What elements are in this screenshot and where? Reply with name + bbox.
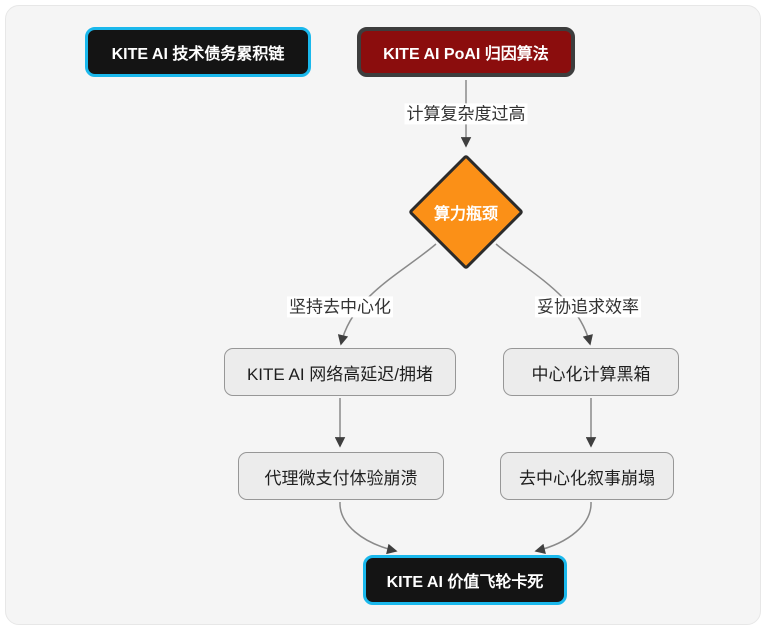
node-compute-bottleneck: 算力瓶颈 [406, 152, 526, 272]
node-narrative-collapse: 去中心化叙事崩塌 [500, 452, 674, 500]
node-micropayment-collapse: 代理微支付体验崩溃 [238, 452, 444, 500]
node-centralized-blackbox: 中心化计算黑箱 [503, 348, 679, 396]
edge-label-complexity: 计算复杂度过高 [404, 103, 528, 125]
edge-label-efficiency: 妥协追求效率 [535, 296, 641, 318]
node-network-latency: KITE AI 网络高延迟/拥堵 [224, 348, 456, 396]
node-poai-algorithm: KITE AI PoAI 归因算法 [357, 27, 575, 77]
node-debt-chain: KITE AI 技术债务累积链 [85, 27, 311, 77]
edge-label-decentralize: 坚持去中心化 [287, 296, 393, 318]
node-value-flywheel-stall: KITE AI 价值飞轮卡死 [363, 555, 567, 605]
node-compute-bottleneck-label: 算力瓶颈 [433, 206, 498, 223]
